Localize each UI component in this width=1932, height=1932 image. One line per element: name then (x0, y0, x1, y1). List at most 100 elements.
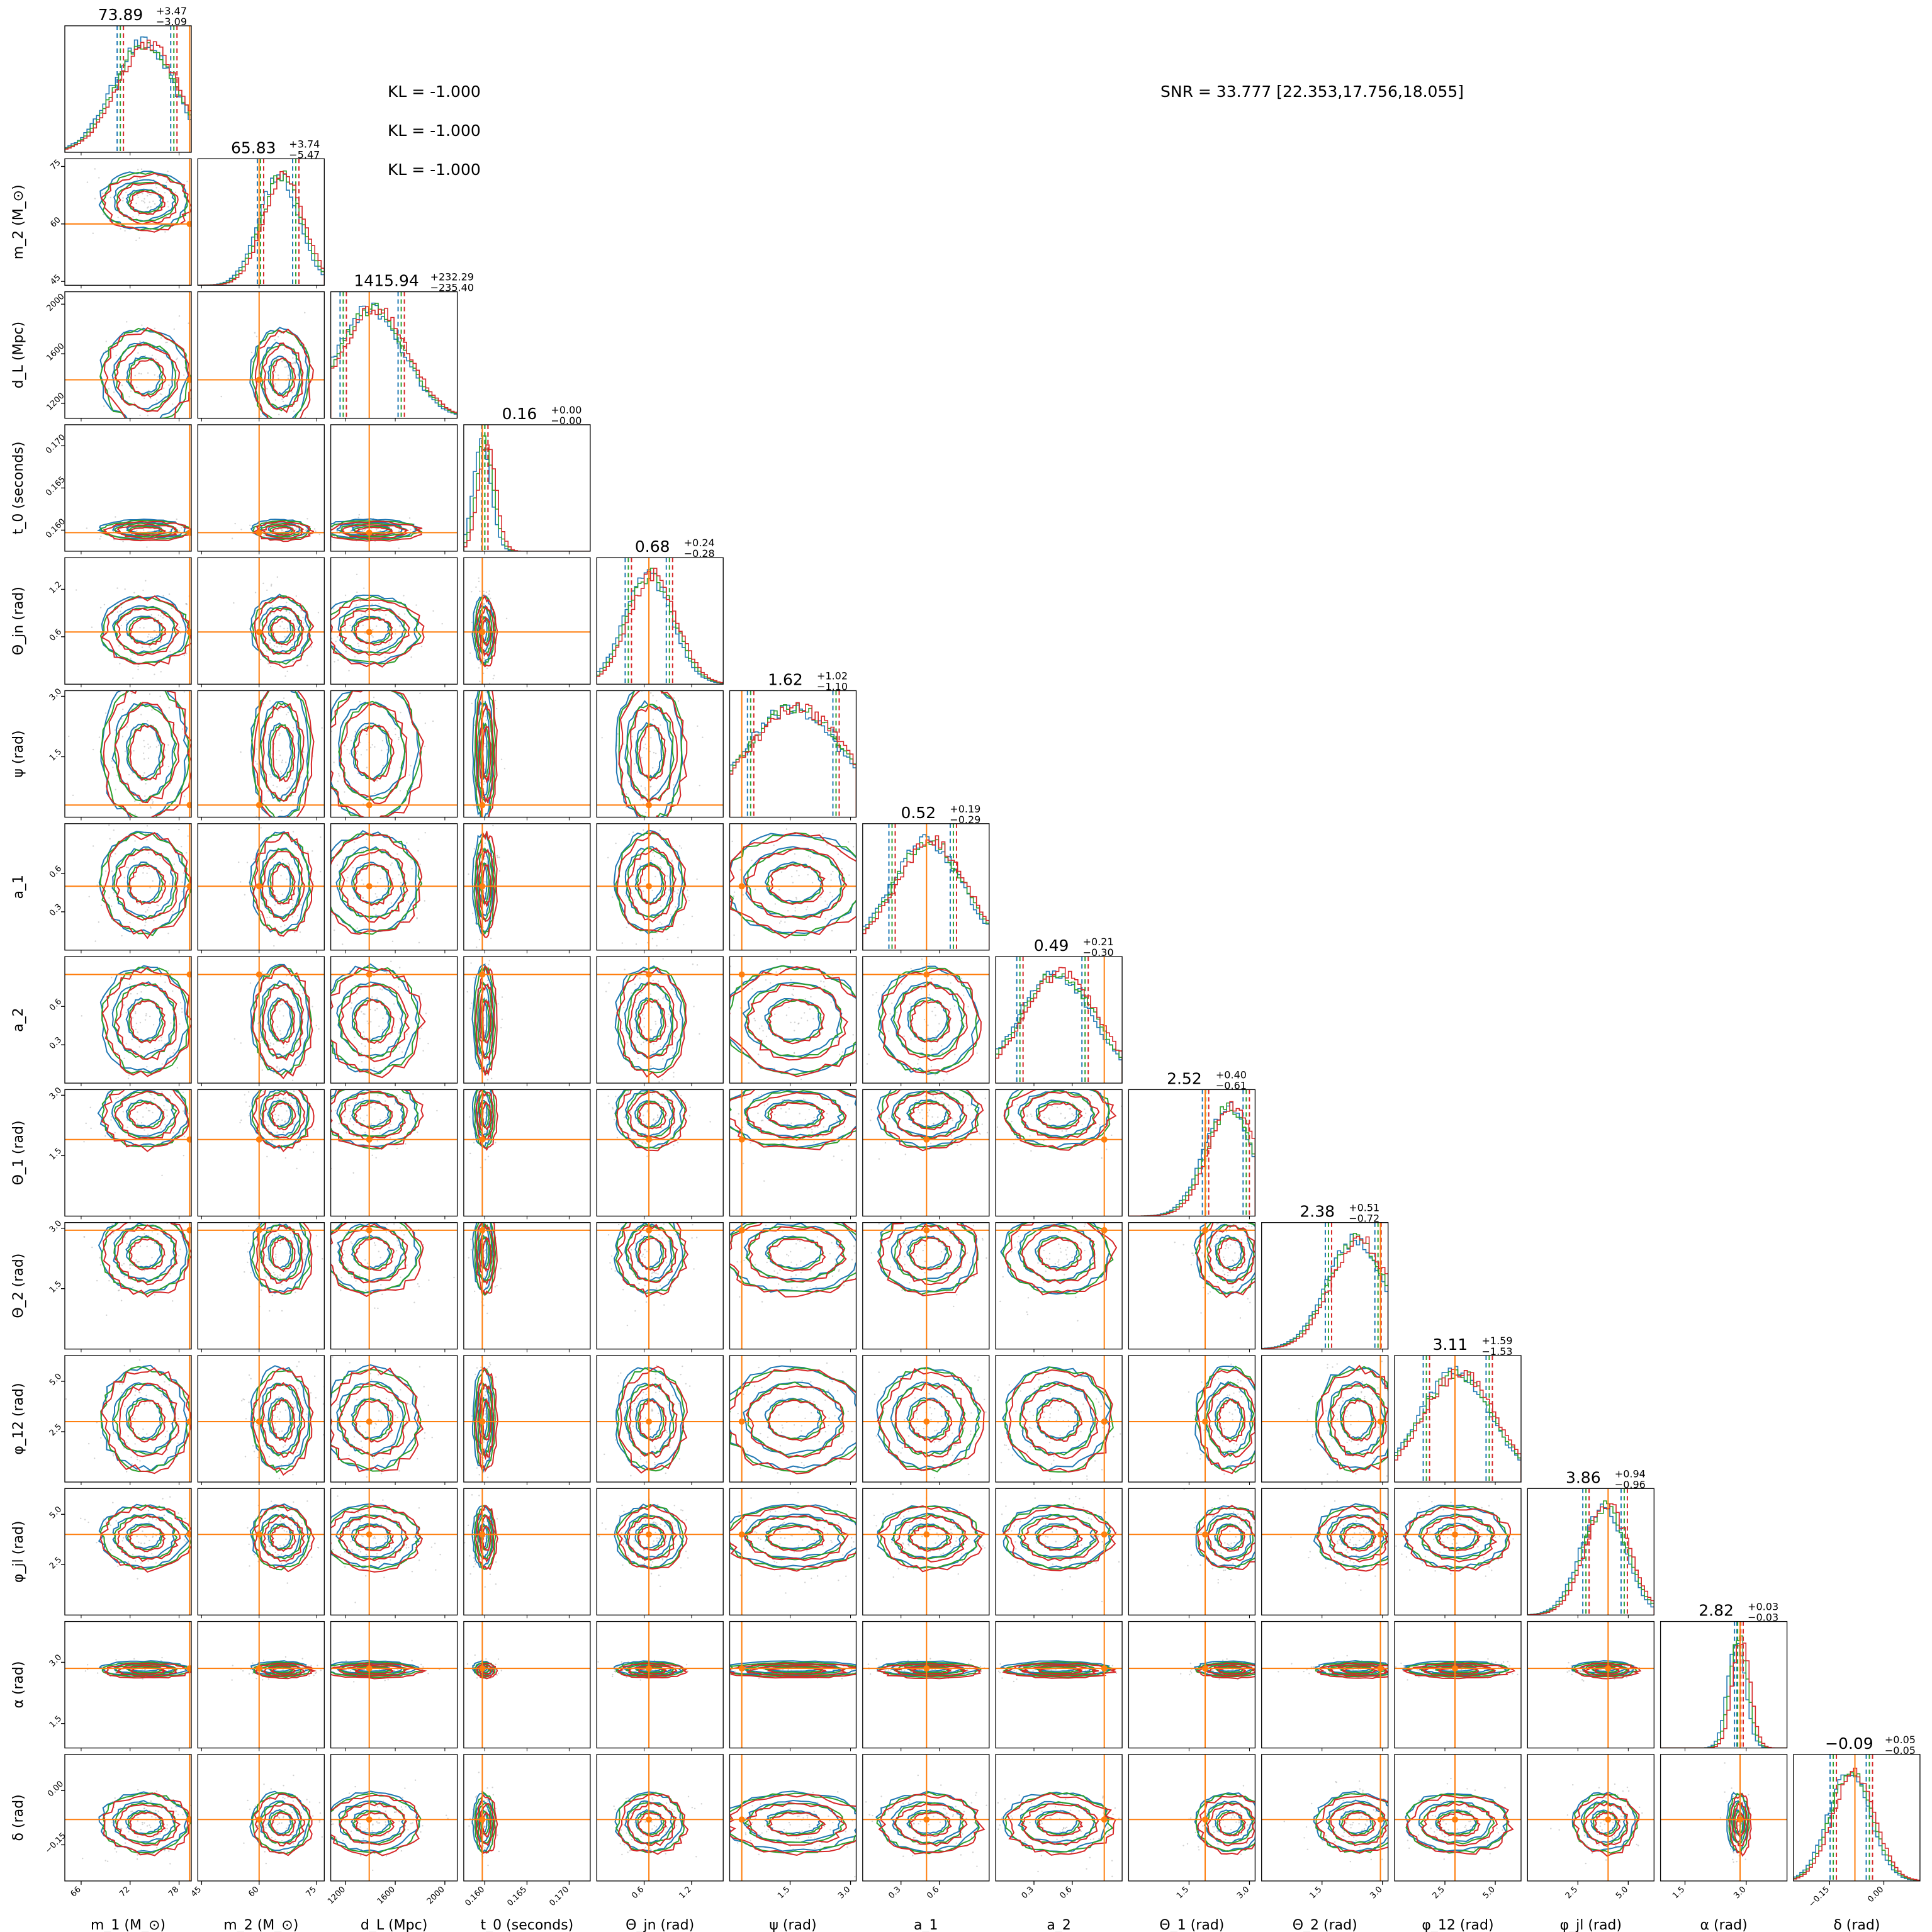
sample-point (268, 771, 269, 772)
sample-point (374, 893, 376, 895)
sample-point (116, 587, 118, 589)
sample-point (837, 1040, 839, 1042)
sample-point (656, 1114, 659, 1116)
sample-point (1264, 1287, 1266, 1288)
sample-point (277, 374, 279, 376)
sample-point (288, 1211, 289, 1212)
contour-8-6-s0-l2 (877, 1089, 980, 1148)
sample-point (625, 1214, 626, 1215)
title-8: 2.52 (1167, 1069, 1202, 1087)
sample-point (382, 765, 384, 767)
sample-point (276, 646, 278, 648)
sample-point (480, 1085, 481, 1086)
sample-point (362, 1031, 364, 1033)
sample-point (342, 943, 344, 945)
sample-point (631, 1220, 632, 1222)
sample-point (325, 381, 326, 383)
sample-point (372, 629, 374, 631)
sample-point (312, 850, 313, 852)
sample-point (152, 880, 154, 882)
sample-point (193, 1089, 194, 1091)
sample-point (416, 918, 418, 919)
sample-point (176, 1067, 179, 1069)
sample-point (621, 942, 624, 944)
contour-8-2-s2-l0 (354, 1101, 393, 1131)
sample-point (239, 1121, 241, 1124)
sample-point (943, 1249, 945, 1250)
sample-point (441, 622, 443, 625)
sample-point (240, 751, 242, 753)
sample-point (251, 361, 254, 362)
contour-5-2-s2-l2 (330, 690, 424, 817)
sample-point (147, 757, 150, 760)
panel-7-5 (729, 956, 857, 1087)
sample-point (418, 1286, 420, 1288)
title-plus-0: +3.47 (156, 5, 187, 17)
panel-6-3 (463, 823, 591, 953)
contour-4-2-s0-l2 (330, 594, 420, 665)
sample-point (1217, 1222, 1219, 1225)
sample-point (634, 983, 636, 986)
sample-point (1043, 1249, 1045, 1252)
sample-point (284, 924, 286, 926)
sample-point (361, 1060, 363, 1063)
panel-6-1 (197, 771, 325, 953)
sample-point (785, 1014, 788, 1016)
sample-point (240, 529, 242, 531)
contour-9-3-s1-l0 (480, 1236, 490, 1271)
sample-point (283, 627, 285, 629)
sample-point (941, 955, 943, 956)
sample-point (1201, 1240, 1203, 1242)
sample-point (615, 842, 617, 845)
sample-point (650, 860, 652, 862)
sample-point (1244, 1264, 1246, 1266)
sample-point (986, 1257, 987, 1259)
sample-point (333, 608, 335, 610)
sample-point (836, 1245, 838, 1248)
sample-point (276, 1026, 279, 1028)
sample-point (147, 636, 149, 638)
sample-point (653, 1043, 654, 1045)
sample-point (337, 780, 339, 782)
sample-point (644, 1249, 646, 1251)
sample-point (146, 839, 148, 841)
sample-point (275, 529, 277, 531)
sample-point (1252, 1210, 1253, 1211)
sample-point (106, 353, 108, 355)
contour-7-5-s2-l1 (746, 984, 848, 1061)
sample-point (656, 864, 659, 867)
sample-point (325, 525, 326, 527)
sample-point (120, 965, 121, 966)
sample-point (110, 196, 111, 199)
contour-2-1-s2-l2 (254, 329, 314, 418)
sample-point (934, 1006, 936, 1009)
sample-point (178, 828, 180, 831)
sample-point (279, 904, 281, 906)
sample-point (88, 896, 90, 897)
sample-point (154, 203, 156, 205)
sample-point (915, 1099, 918, 1101)
sample-point (154, 1242, 156, 1245)
sample-point (101, 193, 104, 194)
sample-point (953, 1305, 955, 1308)
sample-point (262, 1091, 264, 1092)
sample-point (1217, 1212, 1218, 1213)
sample-point (608, 1103, 610, 1104)
contour-3-2-s1-l1 (338, 522, 408, 538)
sample-point (285, 610, 287, 612)
sample-point (652, 1271, 654, 1273)
sample-point (263, 800, 266, 802)
sample-point (132, 677, 134, 679)
sample-point (780, 871, 783, 873)
sample-point (176, 422, 177, 424)
sample-point (272, 858, 274, 860)
sample-point (149, 201, 150, 203)
sample-point (129, 1263, 132, 1266)
sample-point (875, 1125, 876, 1126)
sample-point (777, 1283, 780, 1285)
sample-point (1203, 1286, 1205, 1289)
sample-point (166, 1109, 168, 1111)
sample-point (692, 963, 694, 965)
histogram-2-series-0 (330, 302, 458, 418)
sample-point (381, 647, 383, 649)
